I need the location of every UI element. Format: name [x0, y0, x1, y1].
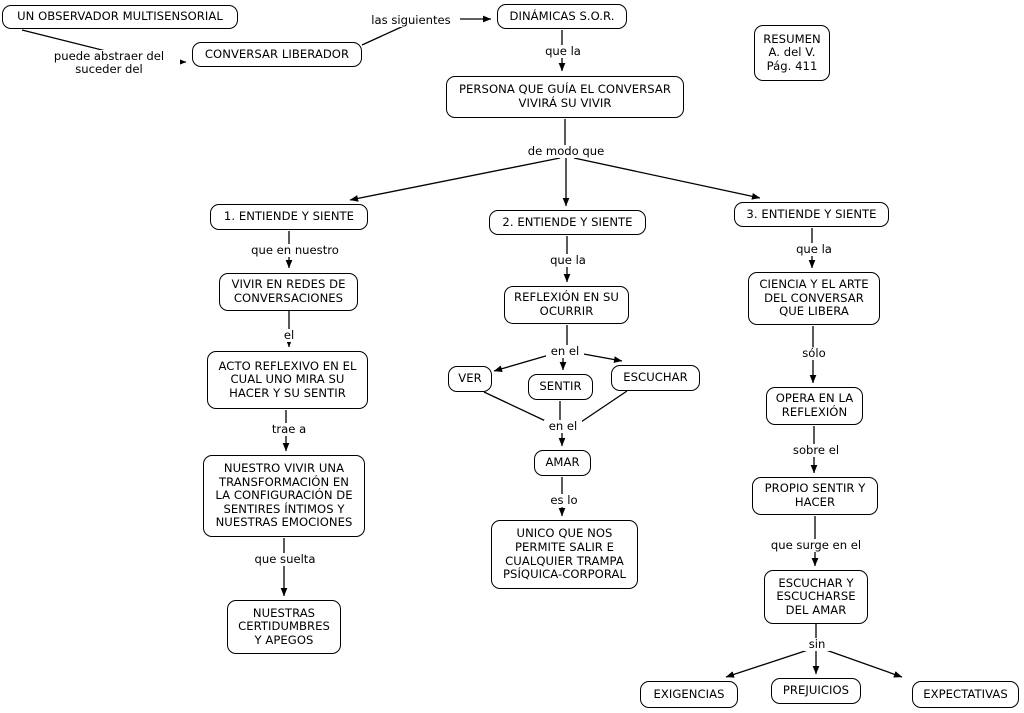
link-label-lbl-eslo: es lo: [546, 493, 582, 508]
connector-e-conversar-siguientes: [361, 23, 409, 46]
node-dinamicas[interactable]: DINÁMICAS S.O.R.: [497, 4, 627, 29]
node-observador[interactable]: UN OBSERVADOR MULTISENSORIAL: [2, 5, 238, 29]
node-opera[interactable]: OPERA EN LA REFLEXIÓN: [766, 387, 863, 425]
connector-e-demodo-e3: [573, 157, 761, 200]
node-amar[interactable]: AMAR: [534, 450, 591, 476]
link-label-lbl-sobreel: sobre el: [786, 443, 846, 458]
link-label-lbl-enel-1: en el: [546, 344, 584, 359]
node-ciencia[interactable]: CIENCIA Y EL ARTE DEL CONVERSAR QUE LIBE…: [748, 272, 880, 325]
link-label-lbl-traea: trae a: [266, 422, 312, 437]
link-label-lbl-quesurge: que surge en el: [762, 538, 870, 553]
node-ver[interactable]: VER: [448, 366, 492, 392]
link-label-lbl-siguientes: las siguientes: [362, 13, 460, 28]
node-resumen[interactable]: RESUMEN A. del V. Pág. 411: [754, 25, 830, 81]
link-label-lbl-sin: sin: [804, 637, 830, 652]
node-prejuicios[interactable]: PREJUICIOS: [771, 678, 861, 704]
link-label-lbl-quesuelta: que suelta: [248, 552, 322, 567]
node-reflexion[interactable]: REFLEXIÓN EN SU OCURRIR: [504, 286, 629, 324]
node-entiende1[interactable]: 1. ENTIENDE Y SIENTE: [210, 204, 368, 230]
node-entiende3[interactable]: 3. ENTIENDE Y SIENTE: [734, 202, 889, 227]
link-label-lbl-abstraer: puede abstraer del suceder del: [38, 49, 180, 77]
node-conversar[interactable]: CONVERSAR LIBERADOR: [192, 42, 362, 67]
link-label-lbl-queennuestro: que en nuestro: [245, 243, 345, 258]
node-propio[interactable]: PROPIO SENTIR Y HACER: [752, 477, 878, 515]
connector-e-enel-escuchar: [577, 352, 623, 363]
node-escuchar[interactable]: ESCUCHAR: [611, 365, 700, 391]
connector-e-ver-enel2: [483, 391, 553, 425]
link-label-lbl-demodoque: de modo que: [524, 144, 608, 159]
node-vivirredes[interactable]: VIVIR EN REDES DE CONVERSACIONES: [219, 273, 358, 311]
node-expectativas[interactable]: EXPECTATIVAS: [912, 681, 1019, 708]
link-label-lbl-solo: sólo: [797, 346, 831, 361]
connector-e-sin-expectativas: [825, 649, 903, 678]
node-nuestrovivir[interactable]: NUESTRO VIVIR UNA TRANSFORMACIÓN EN LA C…: [203, 455, 365, 537]
link-label-lbl-quela-3: que la: [791, 242, 837, 257]
node-unico[interactable]: UNICO QUE NOS PERMITE SALIR E CUALQUIER …: [491, 520, 638, 589]
link-label-lbl-enel-2: en el: [544, 419, 582, 434]
node-entiende2[interactable]: 2. ENTIENDE Y SIENTE: [489, 210, 646, 235]
connector-e-demodo-e1: [349, 157, 561, 202]
connector-e-escuchar-enel2: [577, 390, 628, 425]
node-certidumbres[interactable]: NUESTRAS CERTIDUMBRES Y APEGOS: [227, 600, 341, 654]
node-persona[interactable]: PERSONA QUE GUÍA EL CONVERSAR VIVIRÁ SU …: [446, 76, 684, 118]
node-sentir[interactable]: SENTIR: [528, 374, 593, 400]
link-label-lbl-el-1: el: [279, 328, 299, 343]
node-acto[interactable]: ACTO REFLEXIVO EN EL CUAL UNO MIRA SU HA…: [207, 351, 368, 409]
connector-e-enel-ver: [493, 352, 557, 372]
link-label-lbl-quela-2: que la: [545, 253, 591, 268]
link-label-lbl-quela-1: que la: [540, 44, 586, 59]
connector-e-sin-exigencias: [725, 649, 809, 678]
node-exigencias[interactable]: EXIGENCIAS: [640, 681, 738, 708]
node-escucharse[interactable]: ESCUCHAR Y ESCUCHARSE DEL AMAR: [764, 570, 868, 624]
edges: [21, 15, 903, 678]
